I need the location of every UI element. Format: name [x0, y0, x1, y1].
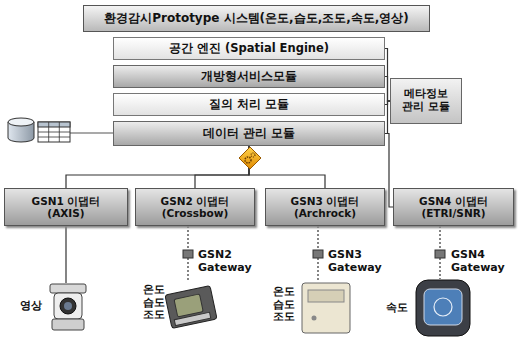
box-text: (Archrock) — [294, 207, 356, 219]
sensor-label: 온도 습도 조도 — [143, 284, 165, 322]
box-text: (AXIS) — [47, 207, 84, 219]
box-text: (ETRI/SNR) — [421, 207, 485, 219]
gear-diamond — [239, 147, 261, 169]
gateway-mark — [183, 250, 193, 258]
adapter-box: GSN3 이댑터(Archrock) — [265, 188, 385, 226]
sensor-box-led — [312, 316, 317, 321]
gateway-label: GSN2 Gateway — [198, 249, 252, 274]
camera-body — [54, 293, 82, 319]
table-icon-grid — [38, 122, 70, 142]
speed-device — [416, 280, 470, 336]
box-text: 공간 엔진 (Spatial Engine) — [169, 42, 329, 55]
table-icon — [38, 122, 70, 142]
adapter-box: GSN2 이댑터(Crossbow) — [135, 188, 255, 226]
sensor-board — [165, 286, 217, 329]
sensor-label: 속도 — [386, 302, 408, 315]
connector-line — [195, 146, 249, 188]
metadata-module-box: 메타정보 관리 모듈 — [390, 78, 462, 124]
camera-link-line — [65, 226, 66, 283]
sensor-label: 영상 — [20, 300, 42, 313]
box-text: 개방형서비스모듈 — [201, 70, 297, 83]
box-text: 질의 처리 모듈 — [209, 98, 289, 111]
box-text: GSN2 이댑터 — [161, 195, 230, 207]
camera-lens — [60, 298, 76, 314]
gateway-label: GSN3 Gateway — [328, 249, 382, 274]
module-box: 데이터 관리 모듈 — [113, 121, 385, 146]
connector-line — [385, 134, 393, 208]
box-text: GSN3 이댑터 — [291, 195, 360, 207]
connector-line — [66, 146, 249, 188]
box-text: GSN4 이댑터 — [419, 195, 488, 207]
speed-device-screen — [424, 289, 462, 325]
adapter-box: GSN1 이댑터(AXIS) — [4, 188, 128, 226]
module-box: 공간 엔진 (Spatial Engine) — [113, 37, 385, 60]
sensor-battery — [174, 312, 210, 325]
sensor-label: 온도 습도 조도 — [273, 286, 295, 324]
module-box: 개방형서비스모듈 — [113, 65, 385, 88]
adapter-box: GSN4 이댑터(ETRI/SNR) — [393, 188, 514, 226]
speed-device-dial — [434, 298, 452, 316]
system-header-box: 환경감시Prototype 시스템(온도,습도,조도,속도,영상) — [83, 5, 430, 32]
gear-icon — [245, 157, 251, 163]
sensor-chip — [174, 294, 203, 317]
camera-lens-glass — [64, 302, 72, 310]
box-text: GSN1 이댑터 — [32, 195, 101, 207]
box-text: 데이터 관리 모듈 — [203, 127, 295, 140]
gateway-label: GSN4 Gateway — [451, 249, 505, 274]
camera-stand — [52, 319, 84, 330]
sensor-box — [302, 283, 350, 333]
table-icon-header — [38, 122, 70, 127]
box-text: 환경감시Prototype 시스템(온도,습도,조도,속도,영상) — [104, 12, 409, 26]
box-text: (Crossbow) — [162, 207, 229, 219]
database-icon-top — [8, 118, 34, 126]
gateway-mark — [313, 250, 323, 258]
box-text: 메타정보 관리 모듈 — [395, 88, 457, 113]
connector-line — [249, 146, 325, 188]
gateway-mark — [435, 250, 445, 258]
module-box: 질의 처리 모듈 — [113, 93, 385, 116]
camera-base — [50, 284, 86, 293]
sensor-box-panel — [308, 290, 344, 302]
gear-icon-small — [251, 153, 255, 157]
db-link-line — [70, 132, 113, 133]
